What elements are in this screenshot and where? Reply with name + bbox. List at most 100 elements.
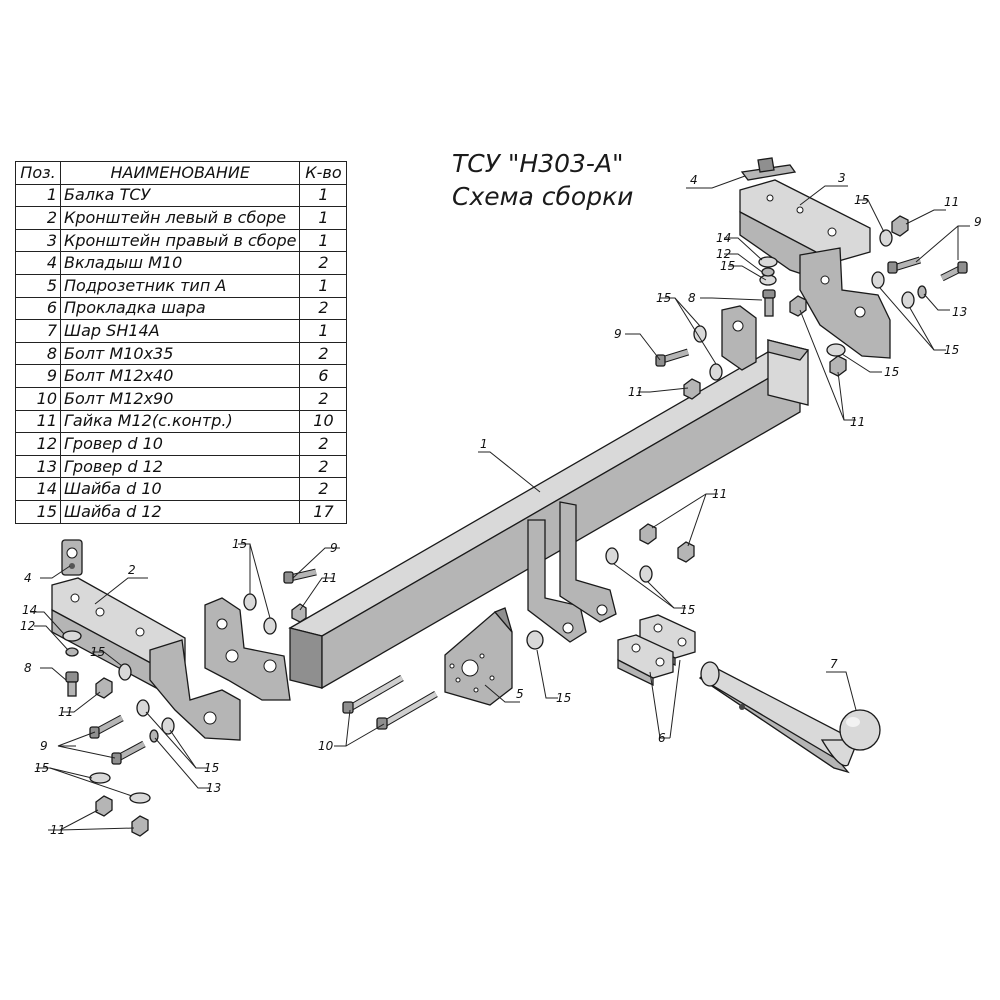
row-pos: 11 bbox=[15, 409, 61, 434]
callout-8-right: 8 bbox=[688, 291, 696, 305]
callout-3: 3 bbox=[838, 171, 846, 185]
row-qty: 2 bbox=[299, 341, 348, 366]
callout-15-c: 15 bbox=[34, 761, 49, 775]
row-pos: 5 bbox=[15, 273, 61, 298]
row-qty: 1 bbox=[299, 273, 348, 298]
callout-7: 7 bbox=[830, 657, 838, 671]
callout-11-a: 11 bbox=[58, 705, 73, 719]
row-pos: 14 bbox=[15, 477, 61, 501]
beam-right-plate bbox=[721, 305, 757, 371]
row-pos: 4 bbox=[15, 251, 61, 275]
row-name: Болт М10х35 bbox=[59, 341, 301, 366]
callout-13-left: 13 bbox=[206, 781, 221, 795]
callout-15-a: 15 bbox=[90, 645, 105, 659]
right-bracket-part bbox=[739, 179, 891, 359]
row-qty: 2 bbox=[299, 386, 348, 411]
row-name: Шайба d 10 bbox=[59, 477, 301, 501]
callout-8-left: 8 bbox=[24, 661, 32, 675]
row-qty: 2 bbox=[299, 296, 348, 321]
callout-11-f: 11 bbox=[850, 415, 865, 429]
row-qty: 2 bbox=[299, 477, 348, 501]
callout-13-right: 13 bbox=[952, 305, 967, 319]
spring-washer-d10-set bbox=[65, 267, 775, 657]
callout-15-d: 15 bbox=[232, 537, 247, 551]
row-name: Шар SH14A bbox=[59, 319, 301, 343]
callout-11-e: 11 bbox=[628, 385, 643, 399]
row-name: Гровер d 12 bbox=[59, 454, 301, 479]
tow-ball-part bbox=[698, 661, 881, 774]
row-qty: 1 bbox=[299, 319, 348, 343]
beam-left-plate bbox=[204, 597, 291, 701]
left-bracket-part bbox=[51, 577, 241, 741]
callout-12-left: 12 bbox=[20, 619, 35, 633]
row-pos: 13 bbox=[15, 454, 61, 479]
callout-11-b: 11 bbox=[50, 823, 65, 837]
callout-14-left: 14 bbox=[22, 603, 37, 617]
ball-spacer-parts bbox=[617, 614, 696, 687]
row-pos: 2 bbox=[15, 206, 61, 230]
callout-5: 5 bbox=[516, 687, 524, 701]
callout-11-g: 11 bbox=[944, 195, 959, 209]
row-pos: 15 bbox=[15, 499, 61, 524]
row-name: Прокладка шара bbox=[59, 296, 301, 321]
row-pos: 10 bbox=[15, 386, 61, 411]
bolt-m12x90-set bbox=[342, 674, 438, 730]
row-name: Вкладыш М10 bbox=[59, 251, 301, 275]
washer-d10-set bbox=[62, 256, 778, 642]
callout-15-h: 15 bbox=[656, 291, 671, 305]
row-qty: 10 bbox=[299, 409, 348, 434]
callout-12-right: 12 bbox=[716, 247, 731, 261]
row-name: Кронштейн правый в сборе bbox=[59, 228, 301, 253]
callout-14-right: 14 bbox=[716, 231, 731, 245]
spring-washer-d12-set bbox=[149, 285, 927, 743]
header-pos: Поз. bbox=[15, 161, 61, 185]
row-qty: 2 bbox=[299, 432, 348, 456]
row-name: Подрозетник тип А bbox=[59, 273, 301, 298]
row-pos: 12 bbox=[15, 432, 61, 456]
row-name: Гровер d 10 bbox=[59, 432, 301, 456]
row-name: Шайба d 12 bbox=[59, 499, 301, 524]
left-insert-part bbox=[61, 539, 83, 576]
bolt-m10x35-left bbox=[65, 671, 79, 697]
header-qty: К-во bbox=[299, 161, 348, 185]
row-qty: 2 bbox=[299, 454, 348, 479]
callout-11-c: 11 bbox=[322, 571, 337, 585]
row-name: Кронштейн левый в сборе bbox=[59, 206, 301, 230]
washer-d12-set bbox=[89, 229, 915, 804]
row-name: Балка ТСУ bbox=[59, 183, 301, 208]
callout-15-j: 15 bbox=[884, 365, 899, 379]
callout-9-left: 9 bbox=[40, 739, 48, 753]
callout-15-g: 15 bbox=[720, 259, 735, 273]
row-pos: 3 bbox=[15, 228, 61, 253]
callout-15-e: 15 bbox=[556, 691, 571, 705]
title-subtitle: Схема сборки bbox=[452, 182, 634, 211]
callout-labels: 1 2 3 4 4 5 6 7 8 8 9 9 9 9 10 11 11 11 … bbox=[20, 171, 982, 837]
row-pos: 1 bbox=[15, 183, 61, 208]
callout-15-f: 15 bbox=[680, 603, 695, 617]
row-qty: 17 bbox=[299, 499, 348, 524]
callout-10: 10 bbox=[318, 739, 334, 753]
row-qty: 1 bbox=[299, 228, 348, 253]
row-qty: 1 bbox=[299, 206, 348, 230]
row-pos: 7 bbox=[15, 319, 61, 343]
callout-9-far-right: 9 bbox=[974, 215, 982, 229]
right-insert-part bbox=[740, 157, 797, 181]
socket-plate-part bbox=[444, 607, 513, 706]
beam-part bbox=[288, 339, 810, 690]
